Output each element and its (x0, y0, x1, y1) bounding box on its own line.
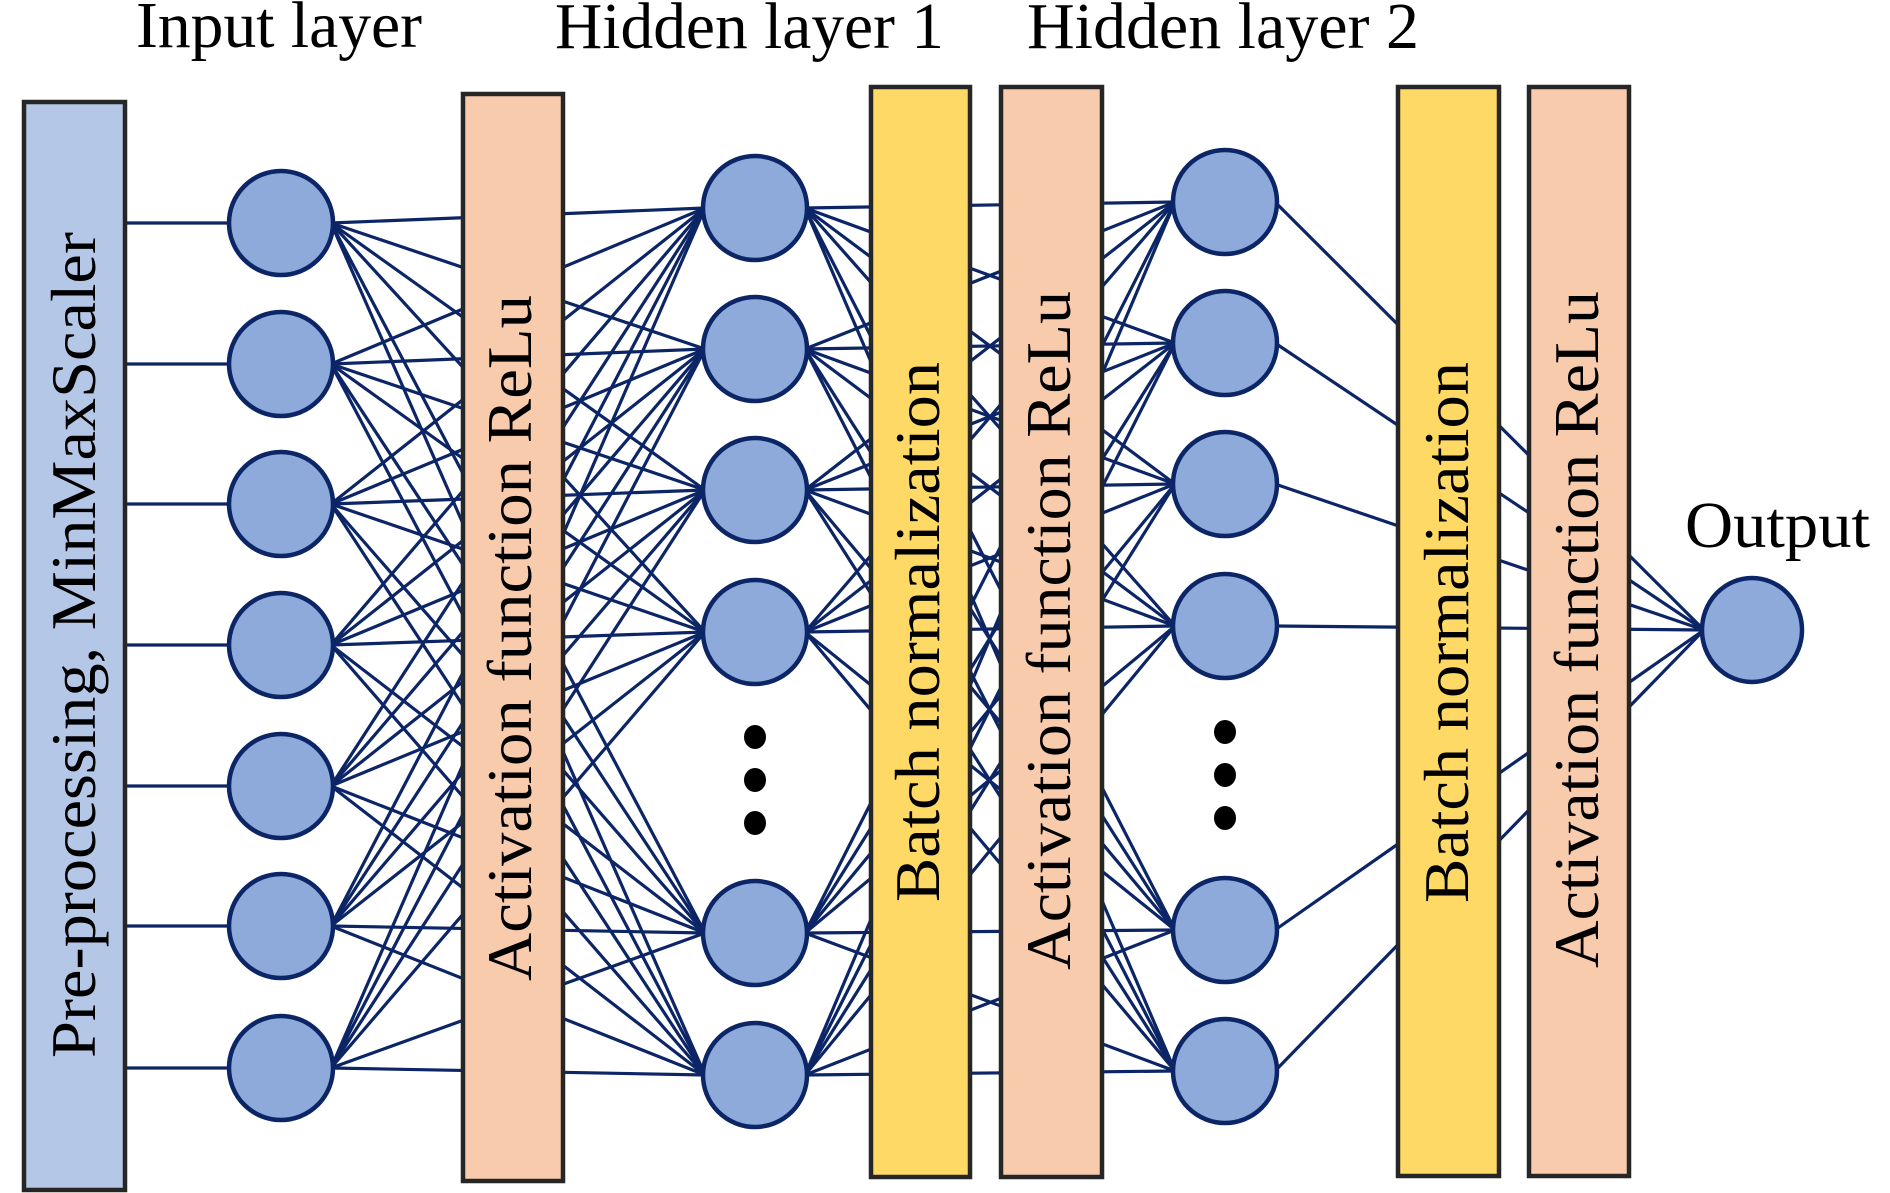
hidden-2-neuron (1170, 1016, 1280, 1126)
batchnorm-label-1: Batch normalization (882, 362, 953, 902)
hidden_1-to-hidden_2-edge (803, 483, 1177, 1076)
hidden-1-neuron (700, 878, 810, 988)
activation-label-3: Activation function ReLu (1541, 291, 1612, 968)
hidden_1-to-hidden_2-edge (804, 200, 1176, 210)
input-neuron (226, 871, 336, 981)
preprocessing-box (21, 99, 128, 1193)
hidden_1-to-hidden_2-edge (803, 342, 1177, 1076)
batchnorm-block-2: Batch normalization (1395, 84, 1502, 1179)
activation-block-1: Activation function ReLu (460, 91, 566, 1184)
hidden-1-ellipsis-dot (744, 768, 766, 792)
hidden_1-to-hidden_2-edge (804, 928, 1176, 1077)
hidden-1-neuron (700, 153, 810, 263)
hidden_1-to-hidden_2-edge (803, 201, 1177, 1076)
activation-block-3: Activation function ReLu (1526, 84, 1632, 1179)
hidden-2-neuron (1170, 147, 1280, 257)
hidden_1-to-hidden_2-edge (803, 200, 1177, 634)
output-neuron (1699, 575, 1805, 685)
hidden-2-neuron (1170, 288, 1280, 398)
hidden_1-to-hidden_2-edge (804, 624, 1176, 634)
hidden_1-to-hidden_2-edge (804, 1069, 1176, 1077)
batchnorm-label-2: Batch normalization (1411, 362, 1482, 903)
hidden-2-neuron (1170, 571, 1280, 681)
activation-label-2: Activation function ReLu (1013, 291, 1084, 970)
hidden-2-ellipsis-dot (1214, 763, 1236, 787)
hidden_1-to-hidden_2-edge (804, 482, 1176, 634)
hidden-2-ellipsis-dot (1214, 720, 1236, 744)
input-neuron (226, 590, 336, 700)
hidden-layer-2-title: Hidden layer 2 (1027, 0, 1419, 63)
activation-block-2: Activation function ReLu (998, 84, 1105, 1180)
activation-box-1 (460, 91, 566, 1184)
input-layer-title: Input layer (136, 0, 422, 62)
hidden_1-to-hidden_2-edge (804, 341, 1176, 634)
activation-box-3 (1526, 84, 1632, 1179)
input-neuron (226, 168, 336, 278)
preprocessing-block: Pre-processing, MinMaxScaler (21, 99, 128, 1193)
hidden-1-neuron (700, 577, 810, 687)
hidden_1-to-hidden_2-edge (804, 200, 1176, 492)
input-neuron (226, 731, 336, 841)
hidden-1-neuron (700, 294, 810, 404)
activation-box-2 (998, 84, 1105, 1180)
batchnorm-box-2 (1395, 84, 1502, 1179)
hidden-1-neuron (700, 435, 810, 545)
hidden-layer-1-title: Hidden layer 1 (555, 0, 944, 63)
output-title: Output (1685, 489, 1870, 562)
hidden_1-to-hidden_2-edge (803, 624, 1177, 1077)
hidden_1-to-hidden_2-edge (804, 200, 1176, 351)
hidden-1-ellipsis-dot (744, 725, 766, 749)
hidden-2-neuron (1170, 875, 1280, 985)
input-neuron (226, 1013, 336, 1123)
input-neuron (226, 449, 336, 559)
input-neuron (226, 309, 336, 419)
preprocessing-label: Pre-processing, MinMaxScaler (38, 232, 109, 1058)
activation-label-1: Activation function ReLu (474, 295, 545, 981)
hidden-2-ellipsis-dot (1214, 806, 1236, 830)
processing-blocks: Pre-processing, MinMaxScaler Activation … (21, 84, 1632, 1193)
hidden-1-neuron (700, 1020, 810, 1130)
batchnorm-block-1: Batch normalization (868, 84, 973, 1180)
neurons (226, 147, 1805, 1130)
batchnorm-box-1 (868, 84, 973, 1180)
hidden-1-ellipsis-dot (744, 811, 766, 835)
hidden-2-neuron (1170, 429, 1280, 539)
hidden_1-to-hidden_2-edge (803, 201, 1177, 934)
